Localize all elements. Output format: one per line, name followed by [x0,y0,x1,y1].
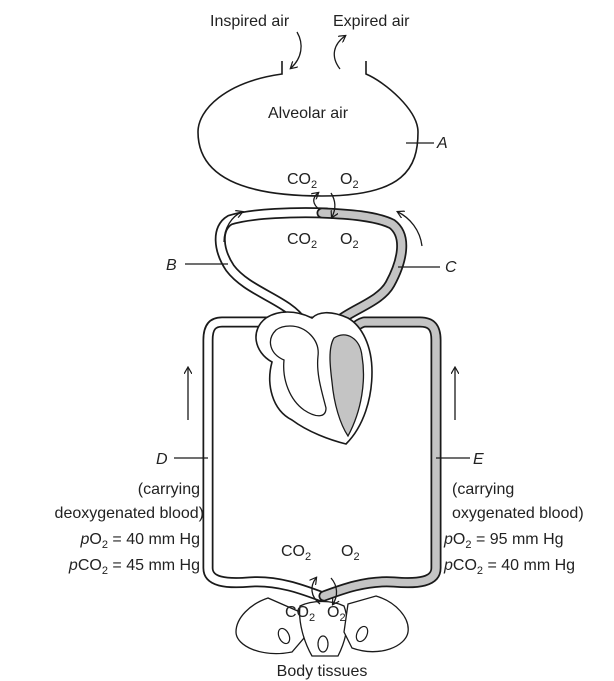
tissue-cell-nucleus-middle [318,636,328,652]
tissue-cell-right [344,596,408,652]
label-e: E [473,451,484,468]
left-note-po2: pO2 = 40 mm Hg [79,531,200,551]
right-note-line1: (carrying [452,481,514,498]
label-d: D [156,451,168,468]
label-a: A [436,135,448,152]
left-note-pco2: pCO2 = 45 mm Hg [68,557,200,577]
tissue-capillary-co2-label: CO2 [281,543,311,563]
left-note-line2: deoxygenated blood) [55,505,204,522]
left-note-line1: (carrying [138,481,200,498]
capillary-co2-label: CO2 [287,231,317,251]
right-note-pco2: pCO2 = 40 mm Hg [443,557,575,577]
label-c: C [445,259,457,276]
tissue-capillary-o2-label: O2 [341,543,360,563]
capillary-o2-label: O2 [340,231,359,251]
right-note-po2: pO2 = 95 mm Hg [443,531,564,551]
right-note-line2: oxygenated blood) [452,505,584,522]
body-tissues-label: Body tissues [277,663,368,680]
expired-air-label: Expired air [333,13,410,30]
inspired-air-label: Inspired air [210,13,290,30]
label-b: B [166,257,177,274]
alveolar-air-label: Alveolar air [268,105,349,122]
